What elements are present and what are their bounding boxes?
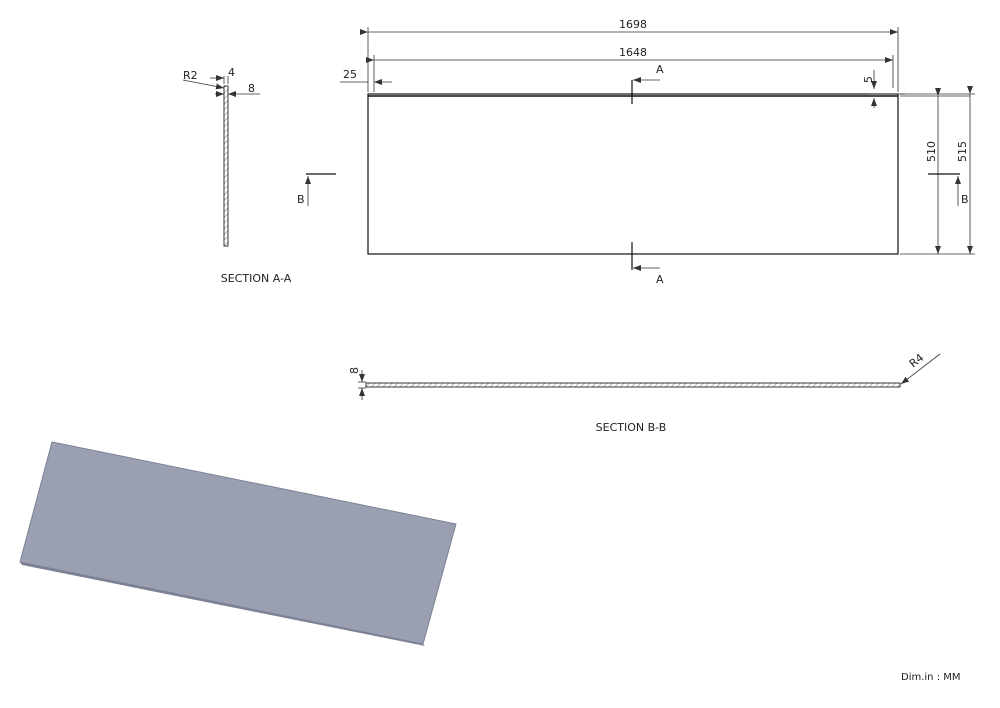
dim-text-8: 8	[248, 82, 255, 95]
iso-plate-edge	[20, 562, 425, 646]
dim-text-510: 510	[925, 141, 938, 162]
dim-text-r4: R4	[907, 351, 927, 370]
dim-text-4: 4	[228, 66, 235, 79]
section-a-view: R2 4 8 SECTION A-A	[182, 66, 292, 285]
dim-text-1698: 1698	[619, 18, 647, 31]
section-a-profile	[223, 85, 229, 247]
plate-outline	[367, 93, 899, 255]
dim-heights: 510 515	[900, 86, 975, 255]
section-a-marker-top: A	[631, 63, 664, 104]
section-b-marker-right: B	[928, 173, 969, 206]
section-a-letter-bottom: A	[656, 273, 664, 286]
section-b-marker-left: B	[297, 173, 336, 206]
section-b-letter-right: B	[961, 193, 969, 206]
dim-edge-offset: 25	[340, 68, 392, 85]
iso-plate-top	[19, 441, 457, 645]
dim-text-1648: 1648	[619, 46, 647, 59]
section-b-title: SECTION B-B	[596, 421, 667, 434]
section-a-letter-top: A	[656, 63, 664, 76]
front-view: 1698 1648 25 5 510	[297, 18, 975, 286]
section-b-view: 8 R4 SECTION B-B	[348, 351, 941, 434]
isometric-view	[19, 441, 457, 646]
dim-text-25: 25	[343, 68, 357, 81]
dim-text-r2: R2	[183, 69, 198, 82]
dim-text-8b: 8	[348, 367, 361, 374]
dim-text-515: 515	[956, 141, 969, 162]
dim-inner-width: 1648	[366, 46, 894, 92]
section-a-marker-bottom: A	[631, 242, 664, 286]
dim-text-5: 5	[862, 76, 875, 83]
dim-overall-width: 1698	[360, 18, 899, 92]
units-note: Dim.in : MM	[901, 672, 961, 683]
section-b-letter-left: B	[297, 193, 305, 206]
section-a-title: SECTION A-A	[221, 272, 292, 285]
dim-top-step: 5	[862, 70, 905, 108]
section-b-profile	[365, 382, 901, 388]
